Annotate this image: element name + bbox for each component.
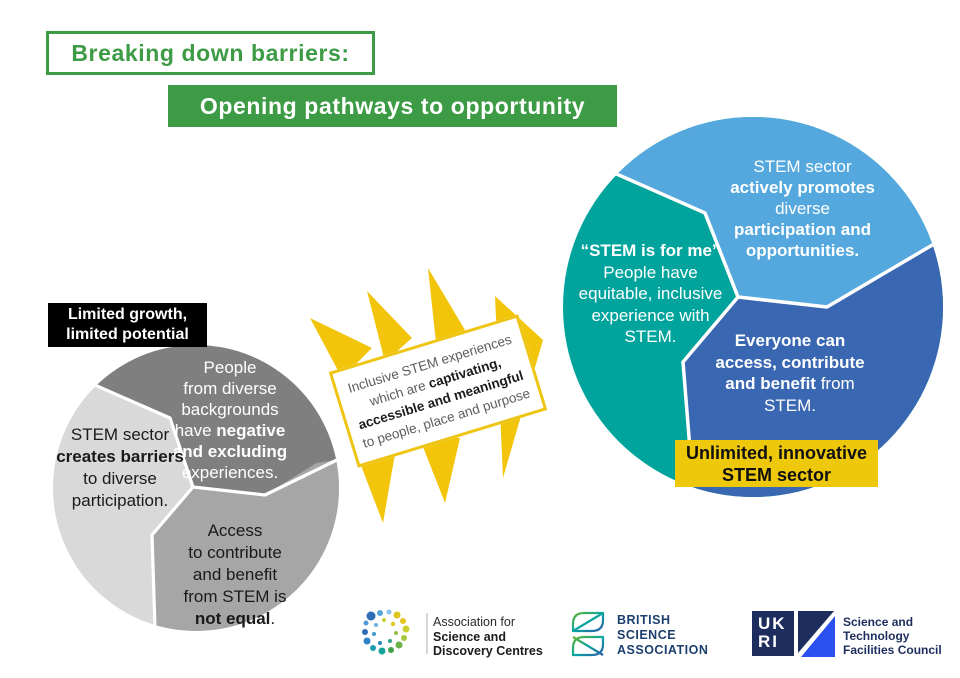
ukri-letters-uk: UK (758, 614, 787, 633)
asdc-logo-text: Association for Science and Discovery Ce… (433, 615, 543, 659)
ukri-letters-ri: RI (758, 632, 779, 651)
asdc-line-2: Science and (433, 629, 506, 644)
asdc-line-3: Discovery Centres (433, 644, 543, 658)
bsa-logo-mark (571, 611, 605, 657)
asdc-logo-mark (362, 609, 428, 655)
limited-growth-label: Limited growth,limited potential (48, 303, 207, 347)
ukri-logo-text: Science and Technology Facilities Counci… (843, 615, 942, 657)
page-title: Breaking down barriers: (46, 31, 375, 75)
bsa-line-1: BRITISH (617, 613, 671, 627)
ukri-line-3: Facilities Council (843, 643, 942, 657)
ukri-logo-block: UK RI (752, 611, 794, 656)
bsa-line-2: SCIENCE (617, 628, 677, 642)
ukri-line-1: Science and (843, 615, 914, 629)
page-subtitle: Opening pathways to opportunity (168, 85, 617, 127)
bsa-logo-text: BRITISH SCIENCE ASSOCIATION (617, 613, 708, 658)
ukri-line-2: Technology (843, 629, 910, 643)
bsa-line-3: ASSOCIATION (617, 643, 709, 657)
ukri-flourish-icon (798, 611, 835, 657)
asdc-line-1: Association for (433, 615, 515, 629)
